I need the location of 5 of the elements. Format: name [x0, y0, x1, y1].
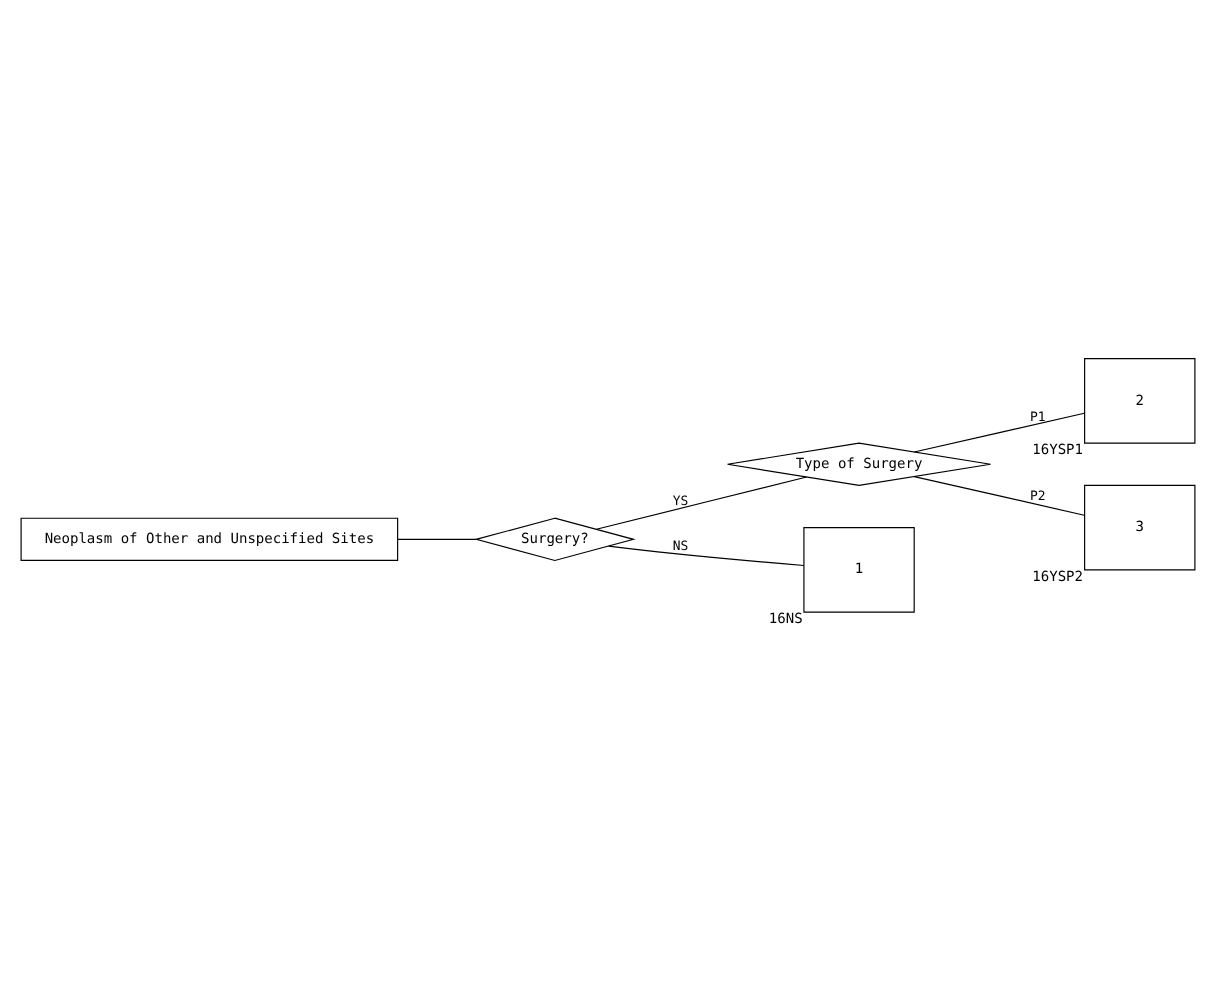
connector	[397, 538, 477, 540]
connector	[608, 545, 805, 567]
connector	[913, 475, 1085, 516]
connector	[913, 412, 1085, 453]
connector	[595, 476, 808, 530]
